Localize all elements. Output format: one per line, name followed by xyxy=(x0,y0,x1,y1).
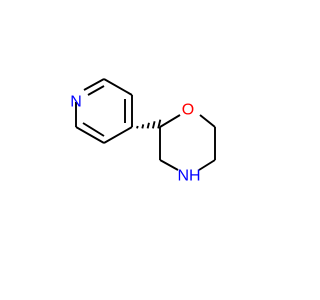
bond-c4-c5 xyxy=(103,126,133,144)
hash-5 xyxy=(157,119,162,129)
bond-c2m-o xyxy=(159,114,181,128)
bond-c3-c4 xyxy=(75,126,105,144)
bond-c3-c4-inner xyxy=(82,122,105,137)
bond-c1-n xyxy=(83,78,105,91)
hash-1 xyxy=(136,125,139,129)
bond-o-c6m xyxy=(199,114,216,128)
molecule-structure-diagram: N O NH xyxy=(70,78,216,185)
bond-n-c3m xyxy=(159,159,179,171)
hash-2 xyxy=(141,124,145,129)
hash-3 xyxy=(146,122,150,129)
morpholine-ring xyxy=(159,114,216,171)
stereo-wedge-bond xyxy=(136,119,162,129)
hash-4 xyxy=(151,121,156,129)
pyridine-ring xyxy=(75,78,133,144)
bond-c1-n-inner xyxy=(87,85,105,96)
amine-label: NH xyxy=(177,168,200,185)
ring-oxygen-label: O xyxy=(182,102,194,119)
bond-c6-c1 xyxy=(103,78,133,96)
pyridine-nitrogen-label: N xyxy=(70,94,82,111)
bond-c5m-n xyxy=(198,159,216,171)
